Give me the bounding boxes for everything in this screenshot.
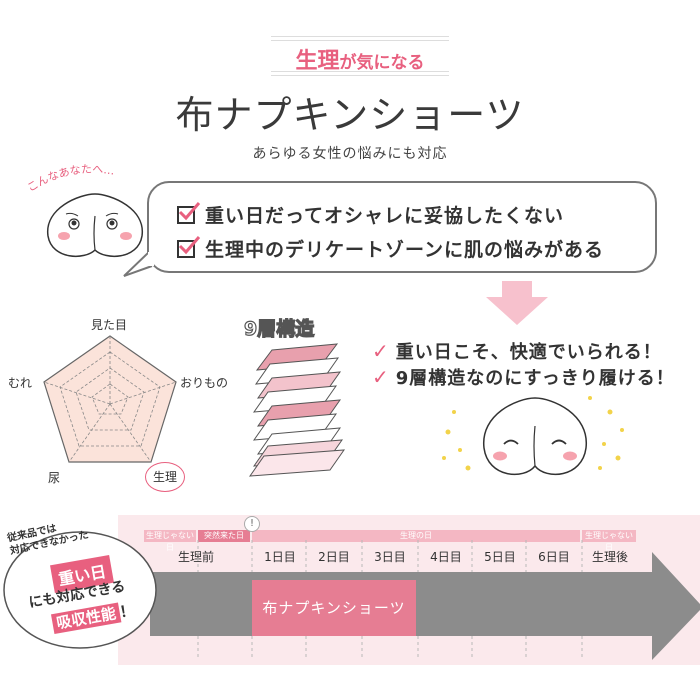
phase-label: 突然来た日 xyxy=(198,530,250,542)
phase-label: 生理の日 xyxy=(252,530,580,542)
radar-label-stuffiness: むれ xyxy=(8,376,33,390)
concern-bubble: 重い日だってオシャレに妥協したくない 生理中のデリケートゾーンに肌の悩みがある xyxy=(147,181,657,273)
page-title: 布ナプキンショーツ xyxy=(175,93,525,137)
concern-text: 重い日だってオシャレに妥協したくない xyxy=(205,205,565,227)
down-arrow-icon xyxy=(486,281,548,325)
day-label: 5日目 xyxy=(484,550,516,564)
concern-item: 重い日だってオシャレに妥協したくない xyxy=(177,201,564,228)
concern-text: 生理中のデリケートゾーンに肌の悩みがある xyxy=(205,239,605,261)
happy-peach-icon xyxy=(442,396,624,476)
day-label: 3日目 xyxy=(374,550,406,564)
radar-label-discharge: おりもの xyxy=(180,376,229,390)
day-label: 1日目 xyxy=(264,550,296,564)
product-bar: 布ナプキンショーツ xyxy=(252,580,416,636)
layers-label: 9層構造 xyxy=(243,317,315,340)
tag-rest: が気になる xyxy=(339,53,425,73)
benefit-text: 重い日こそ、快適でいられる！ xyxy=(395,342,662,363)
bubble-tail xyxy=(123,252,154,277)
header-tag: 生理が気になる xyxy=(271,36,449,76)
phase-label: 生理じゃない日 xyxy=(144,530,196,552)
tag-highlight: 生理 xyxy=(295,49,340,74)
radar-label-appearance: 見た目 xyxy=(91,318,128,332)
day-label: 2日目 xyxy=(318,550,350,564)
alert-icon: ! xyxy=(244,516,260,532)
checkbox-icon xyxy=(177,201,201,224)
page-subtitle: あらゆる女性の悩みにも対応 xyxy=(252,146,448,162)
day-label: 生理前 xyxy=(177,550,214,564)
benefit-item: ✓重い日こそ、快適でいられる！ xyxy=(372,338,662,364)
day-label: 6日目 xyxy=(538,550,570,564)
worried-peach-icon xyxy=(47,193,143,257)
check-icon: ✓ xyxy=(372,365,390,389)
layer-stack-icon xyxy=(248,343,346,477)
radar-label-period: 生理 xyxy=(145,462,185,492)
phase-label: 生理じゃない日 xyxy=(582,530,636,552)
benefit-text: 9層構造なのにすっきり履ける！ xyxy=(395,368,675,389)
day-label: 生理後 xyxy=(591,550,628,564)
radar-label-urine: 尿 xyxy=(48,471,61,485)
benefit-item: ✓9層構造なのにすっきり履ける！ xyxy=(372,364,675,390)
callout-text: こんなあなたへ… xyxy=(25,163,116,195)
concern-item: 生理中のデリケートゾーンに肌の悩みがある xyxy=(177,235,604,262)
checkbox-icon xyxy=(177,235,201,258)
radar-chart xyxy=(43,335,177,463)
day-label: 4日目 xyxy=(430,550,462,564)
check-icon: ✓ xyxy=(372,339,390,363)
